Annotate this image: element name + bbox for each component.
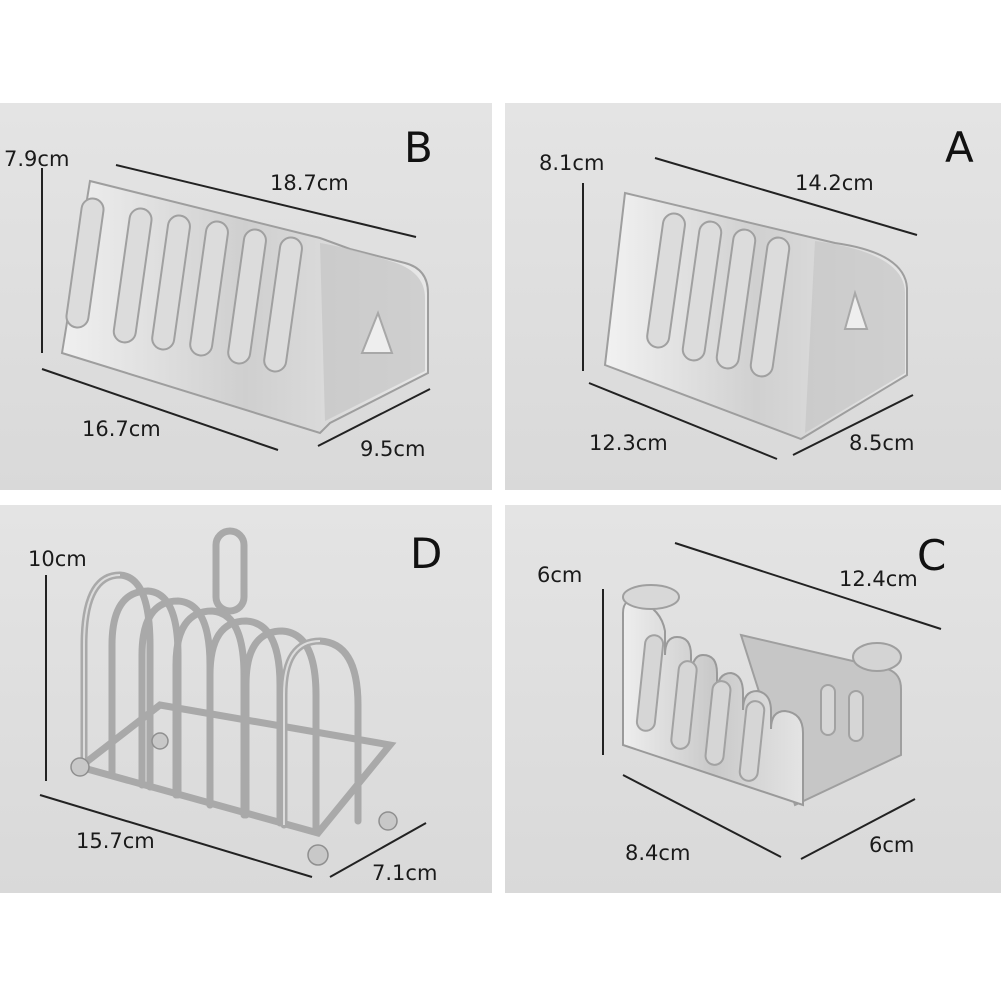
panel-rack-b: B 7.9cm 18.7cm 16.7cm 9.5cm [0,103,492,490]
height-label: 10cm [28,547,87,571]
depth-label: 6cm [869,833,915,857]
depth-dimension-line [800,798,916,860]
top-length-label: 14.2cm [795,171,874,195]
bottom-length-label: 15.7cm [76,829,155,853]
toast-rack-a-image [582,157,918,460]
top-length-dimension-line [654,157,918,236]
top-length-label: 18.7cm [270,171,349,195]
panel-letter: C [917,531,947,580]
height-label: 8.1cm [539,151,605,175]
depth-dimension-line [792,394,914,456]
rack-a-slots [646,212,791,378]
top-length-label: 12.4cm [839,567,918,591]
bottom-length-dimension-line [622,774,782,858]
height-label: 6cm [537,563,583,587]
panel-rack-d: D 10cm 15.7cm 7.1cm [0,505,492,893]
rack-d-ball-feet [70,732,398,866]
depth-label: 7.1cm [372,861,438,885]
panel-letter: B [404,123,433,172]
depth-label: 8.5cm [849,431,915,455]
rack-c-curl-left [622,584,680,610]
depth-label: 9.5cm [360,437,426,461]
depth-dimension-line [317,388,431,447]
depth-dimension-line [329,822,427,878]
panel-rack-c: C 6cm 12.4cm 8.4cm 6cm [505,505,1001,893]
bottom-length-label: 16.7cm [82,417,161,441]
top-length-dimension-line [115,164,417,238]
toast-rack-c-image [602,542,942,860]
bottom-length-label: 8.4cm [625,841,691,865]
rack-c-slots [635,634,864,782]
bottom-length-dimension-line [41,368,279,451]
toast-rack-d-image [39,527,427,878]
bottom-length-dimension-line [39,794,313,878]
panel-rack-a: A 8.1cm 14.2cm 12.3cm 8.5cm [505,103,1001,490]
height-label: 7.9cm [4,147,70,171]
bottom-length-dimension-line [588,382,778,460]
rack-c-curl-right [852,642,902,672]
panel-letter: D [410,529,443,578]
top-length-dimension-line [674,542,942,630]
rack-d-wire-frame [72,527,397,837]
bottom-length-label: 12.3cm [589,431,668,455]
rack-b-slots [65,197,303,373]
panel-letter: A [945,123,974,172]
toast-rack-b-image [41,164,431,451]
